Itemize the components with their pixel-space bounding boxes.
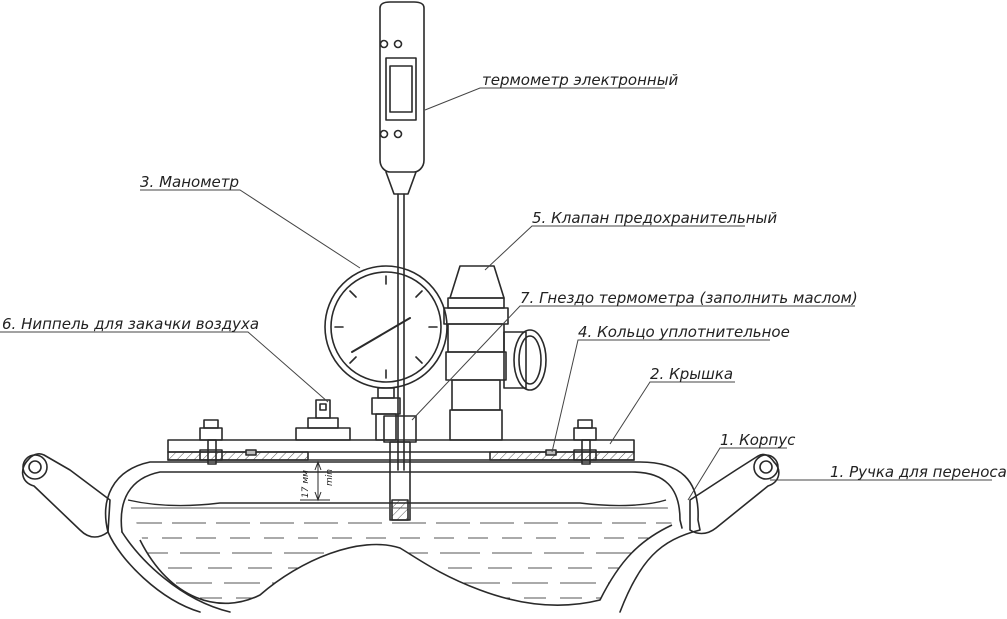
bolt-left — [199, 419, 223, 465]
label-body: 1. Корпус — [720, 431, 796, 449]
dimension-note: min — [325, 469, 335, 486]
leader-body — [687, 447, 787, 501]
label-gauge: 3. Манометр — [140, 173, 240, 191]
seal-ring-left — [245, 449, 257, 456]
leader-thermometer — [424, 87, 665, 111]
label-thermometer: термометр электронный — [482, 71, 679, 89]
pressure-gauge — [324, 265, 448, 441]
leader-socket — [411, 305, 855, 421]
leader-ring — [551, 339, 770, 453]
air-nipple — [295, 399, 351, 441]
bolt-right — [573, 419, 597, 465]
handle-right-eye — [753, 454, 779, 480]
handle-right-eye-inner — [759, 460, 773, 474]
handle-right — [689, 453, 780, 535]
leader-valve — [484, 225, 745, 271]
handle-left-eye — [22, 454, 48, 480]
label-lid: 2. Крышка — [650, 365, 734, 383]
label-valve: 5. Клапан предохранительный — [532, 209, 778, 227]
label-thermo-socket: 7. Гнездо термометра (заполнить маслом) — [520, 289, 858, 307]
leader-gauge — [140, 189, 361, 269]
handle-left-eye-inner — [28, 460, 42, 474]
leader-nipple — [0, 331, 329, 403]
handle-left — [21, 453, 111, 538]
liquid-surface — [127, 499, 667, 507]
lid-section-left — [167, 451, 309, 461]
lid-plate — [167, 439, 635, 453]
body-break-line — [107, 531, 231, 613]
seal-ring-right — [545, 449, 557, 456]
body-outer-wall — [104, 461, 701, 613]
label-ring: 4. Кольцо уплотнительное — [578, 323, 790, 341]
leader-lid — [609, 381, 735, 445]
dimension-17mm — [300, 460, 330, 502]
safety-valve — [443, 265, 547, 441]
body-inner-wall — [120, 471, 683, 533]
dimension-value: 17 мм — [301, 470, 311, 498]
electronic-thermometer — [379, 1, 425, 471]
body-bottom-break — [139, 524, 673, 606]
label-handle: 1. Ручка для переноса — [830, 463, 1007, 481]
lid-section-right — [489, 451, 635, 461]
leader-lines — [0, 87, 992, 501]
label-nipple: 6. Ниппель для закачки воздуха — [2, 315, 260, 333]
liquid-hatching — [128, 507, 672, 599]
thermometer-socket — [383, 415, 417, 521]
